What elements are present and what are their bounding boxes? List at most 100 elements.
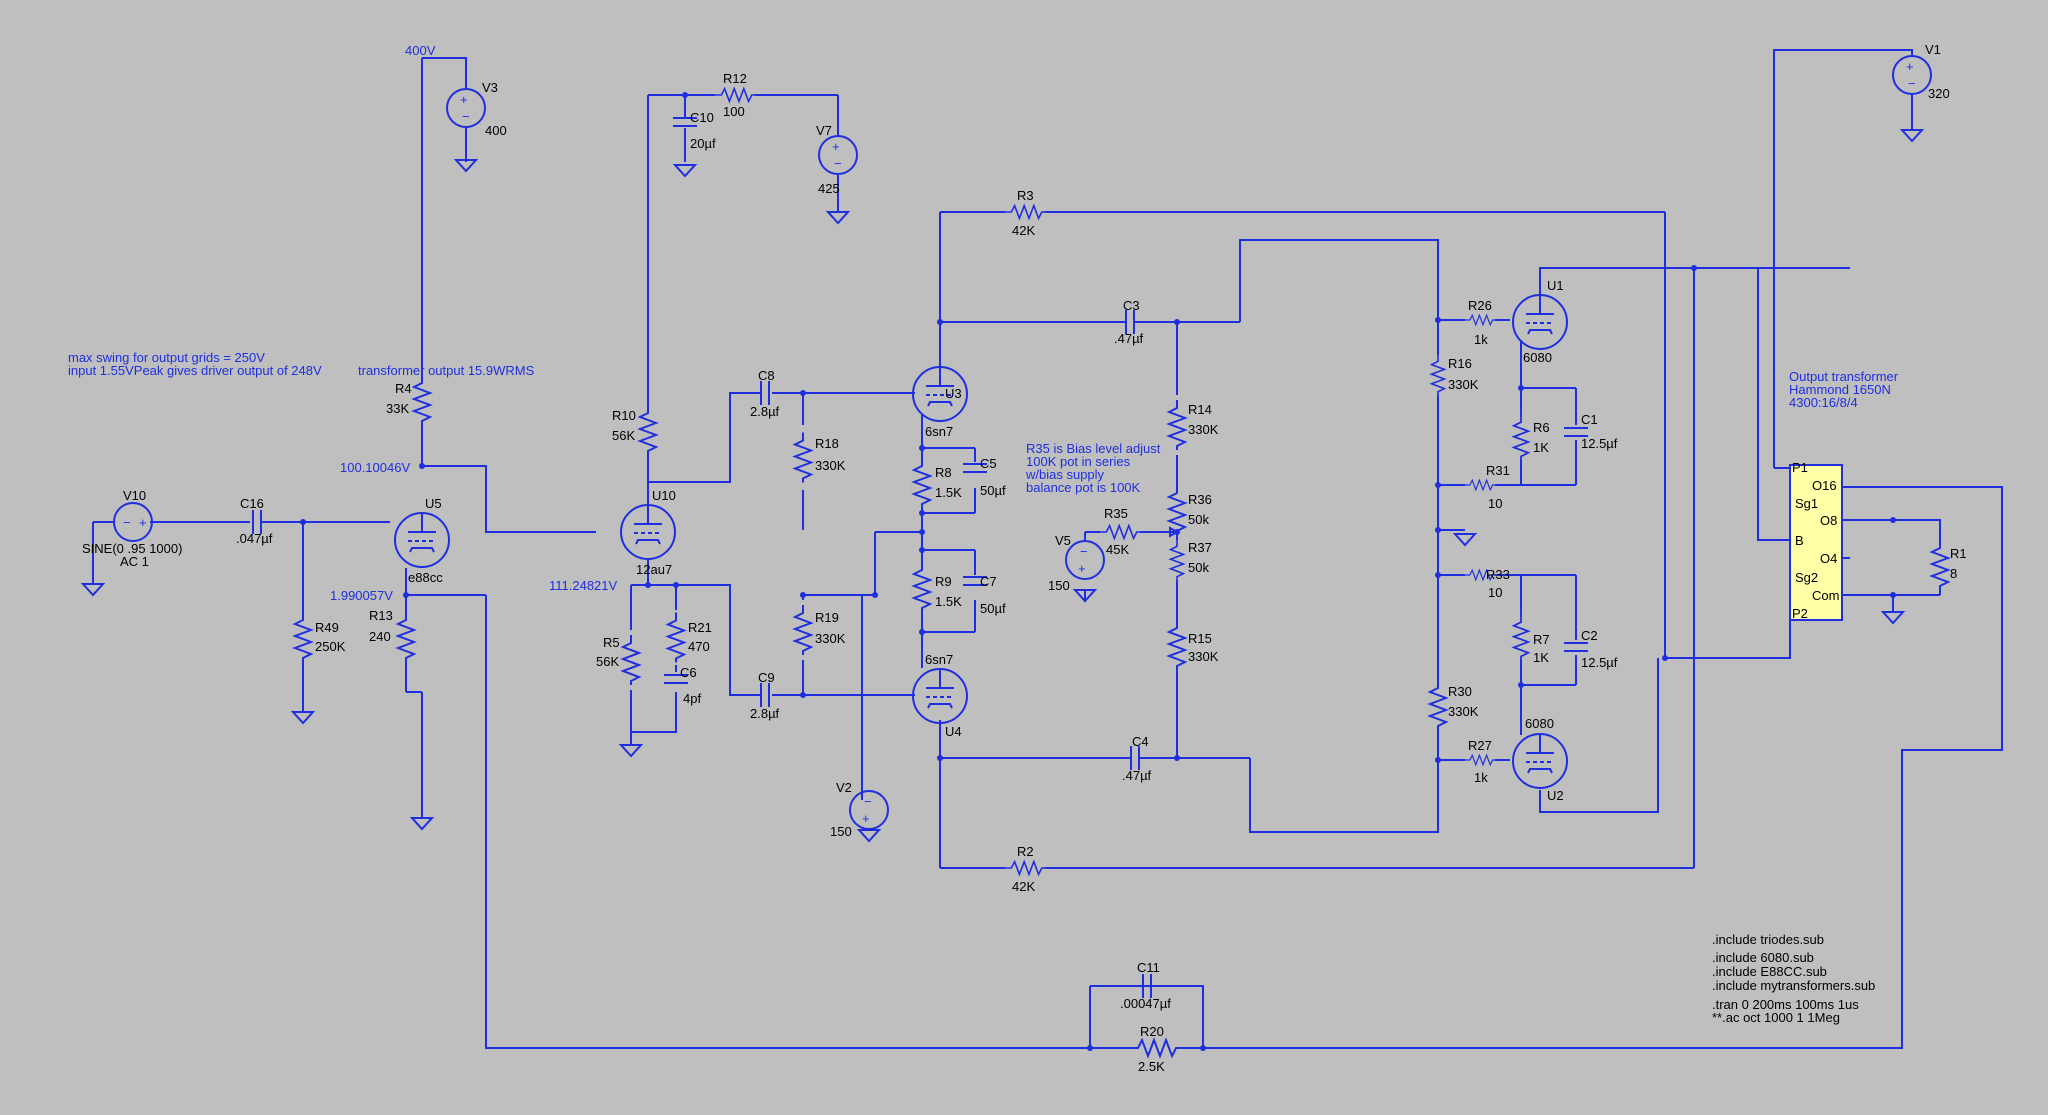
svg-text:+: + bbox=[460, 92, 468, 107]
net-labels: 400V 100.10046V 1.990057V 111.24821V bbox=[330, 43, 618, 603]
label-v10-ac: AC 1 bbox=[120, 554, 149, 569]
spice-directives: .include triodes.sub .include 6080.sub .… bbox=[1712, 932, 1875, 1025]
label-v3-value: 400 bbox=[485, 123, 507, 138]
label-parts-r33-value: 10 bbox=[1488, 585, 1502, 600]
label-parts-r1-value: 8 bbox=[1950, 566, 1957, 581]
label-parts-c2-name: C2 bbox=[1581, 628, 1598, 643]
junctions bbox=[300, 92, 1896, 1051]
svg-text:+: + bbox=[1078, 561, 1086, 576]
svg-text:−: − bbox=[123, 515, 131, 530]
label-parts-r3-value: 42K bbox=[1012, 223, 1035, 238]
svg-text:−: − bbox=[1080, 544, 1088, 559]
net-111v: 111.24821V bbox=[549, 578, 618, 593]
label-xfmr_pins-b: B bbox=[1795, 533, 1804, 548]
svg-text:−: − bbox=[864, 794, 872, 809]
note-ot-1: Output transformer bbox=[1789, 369, 1899, 384]
label-parts-r15-value: 330K bbox=[1188, 649, 1219, 664]
note-ot-2: Hammond 1650N bbox=[1789, 382, 1891, 397]
label-parts-r13-value: 240 bbox=[369, 629, 391, 644]
source-v10: − + bbox=[113, 502, 153, 542]
label-v3-name: V3 bbox=[482, 80, 498, 95]
label-parts-c16-name: C16 bbox=[240, 496, 264, 511]
label-parts-r4-value: 33K bbox=[386, 401, 409, 416]
label-parts-r10-value: 56K bbox=[612, 428, 635, 443]
label-parts-c6-value: 4pf bbox=[683, 691, 701, 706]
label-parts-r31-value: 10 bbox=[1488, 496, 1502, 511]
label-parts-r18-name: R18 bbox=[815, 436, 839, 451]
notes: max swing for output grids = 250V input … bbox=[68, 350, 1899, 495]
label-parts-c9-value: 2.8µf bbox=[750, 706, 780, 721]
label-parts-r5-value: 56K bbox=[596, 654, 619, 669]
note-bias-2: 100K pot in series bbox=[1026, 454, 1131, 469]
label-parts-r14-value: 330K bbox=[1188, 422, 1219, 437]
label-parts-c3-value: .47µf bbox=[1114, 331, 1144, 346]
label-parts-r49-name: R49 bbox=[315, 620, 339, 635]
directive-6: **.ac oct 1000 1 1Meg bbox=[1712, 1010, 1840, 1025]
label-parts-c7-name: C7 bbox=[980, 574, 997, 589]
label-parts-r8-value: 1.5K bbox=[935, 485, 962, 500]
label-parts-r30-value: 330K bbox=[1448, 704, 1479, 719]
svg-text:+: + bbox=[862, 811, 870, 826]
source-v7: + − bbox=[818, 135, 858, 175]
source-v2: − + bbox=[849, 790, 889, 830]
label-parts-r8-name: R8 bbox=[935, 465, 952, 480]
label-v1-name: V1 bbox=[1925, 42, 1941, 57]
label-parts-r36-name: R36 bbox=[1188, 492, 1212, 507]
svg-text:+: + bbox=[1906, 59, 1914, 74]
label-parts-r20-name: R20 bbox=[1140, 1024, 1164, 1039]
label-parts-r21-value: 470 bbox=[688, 639, 710, 654]
label-parts-r36-value: 50k bbox=[1188, 512, 1209, 527]
source-v5: − + bbox=[1065, 540, 1105, 580]
label-parts-r15-name: R15 bbox=[1188, 631, 1212, 646]
label-parts-r2-value: 42K bbox=[1012, 879, 1035, 894]
label-parts-c11-name: C11 bbox=[1137, 960, 1160, 975]
label-parts-r37-value: 50k bbox=[1188, 560, 1209, 575]
label-parts-r21-name: R21 bbox=[688, 620, 712, 635]
label-parts-r4-name: R4 bbox=[395, 381, 412, 396]
label-parts-r49-value: 250K bbox=[315, 639, 346, 654]
label-parts-r12-name: R12 bbox=[723, 71, 747, 86]
directive-5: .tran 0 200ms 100ms 1us bbox=[1712, 997, 1859, 1012]
label-parts-u10-name: U10 bbox=[652, 488, 676, 503]
label-xfmr_pins-o4: O4 bbox=[1820, 551, 1837, 566]
label-parts-r33-name: R33 bbox=[1486, 567, 1510, 582]
label-parts-u4-value: 6sn7 bbox=[925, 652, 953, 667]
label-parts-u2-name: U2 bbox=[1547, 788, 1564, 803]
label-parts-r26-value: 1k bbox=[1474, 332, 1488, 347]
label-parts-c11-value: .00047µf bbox=[1120, 996, 1171, 1011]
source-v3: + − bbox=[446, 88, 486, 128]
label-parts-r27-value: 1k bbox=[1474, 770, 1488, 785]
net-1-99v: 1.990057V bbox=[330, 588, 393, 603]
label-xfmr_pins-o8: O8 bbox=[1820, 513, 1837, 528]
label-parts-r27-name: R27 bbox=[1468, 738, 1492, 753]
label-parts-c10-value: 20µf bbox=[690, 136, 716, 151]
label-parts-r35-value: 45K bbox=[1106, 542, 1129, 557]
label-parts-r3-name: R3 bbox=[1017, 188, 1034, 203]
tube-u10 bbox=[620, 504, 676, 560]
label-parts-c5-value: 50µf bbox=[980, 483, 1006, 498]
label-parts-c7-value: 50µf bbox=[980, 601, 1006, 616]
label-parts-c1-name: C1 bbox=[1581, 412, 1598, 427]
note-input: input 1.55VPeak gives driver output of 2… bbox=[68, 363, 322, 378]
label-parts-r9-value: 1.5K bbox=[935, 594, 962, 609]
label-parts-r14-name: R14 bbox=[1188, 402, 1212, 417]
label-v10-name: V10 bbox=[123, 488, 146, 503]
components: + − + − + − − + − + − + bbox=[82, 55, 1949, 1057]
label-parts-r30-name: R30 bbox=[1448, 684, 1472, 699]
label-parts-u3-value: 6sn7 bbox=[925, 424, 953, 439]
net-400v: 400V bbox=[405, 43, 436, 58]
label-xfmr_pins-com: Com bbox=[1812, 588, 1839, 603]
tube-u4 bbox=[912, 668, 968, 724]
label-parts-c1-value: 12.5µf bbox=[1581, 436, 1618, 451]
label-parts-c9-name: C9 bbox=[758, 670, 775, 685]
net-100v: 100.10046V bbox=[340, 460, 410, 475]
label-parts-u5-name: U5 bbox=[425, 496, 442, 511]
note-bias-4: balance pot is 100K bbox=[1026, 480, 1141, 495]
directive-3: .include E88CC.sub bbox=[1712, 964, 1827, 979]
label-parts-r16-name: R16 bbox=[1448, 356, 1472, 371]
note-swing: max swing for output grids = 250V bbox=[68, 350, 265, 365]
label-v5-name: V5 bbox=[1055, 533, 1071, 548]
label-parts-r20-value: 2.5K bbox=[1138, 1059, 1165, 1074]
svg-text:−: − bbox=[462, 109, 470, 124]
